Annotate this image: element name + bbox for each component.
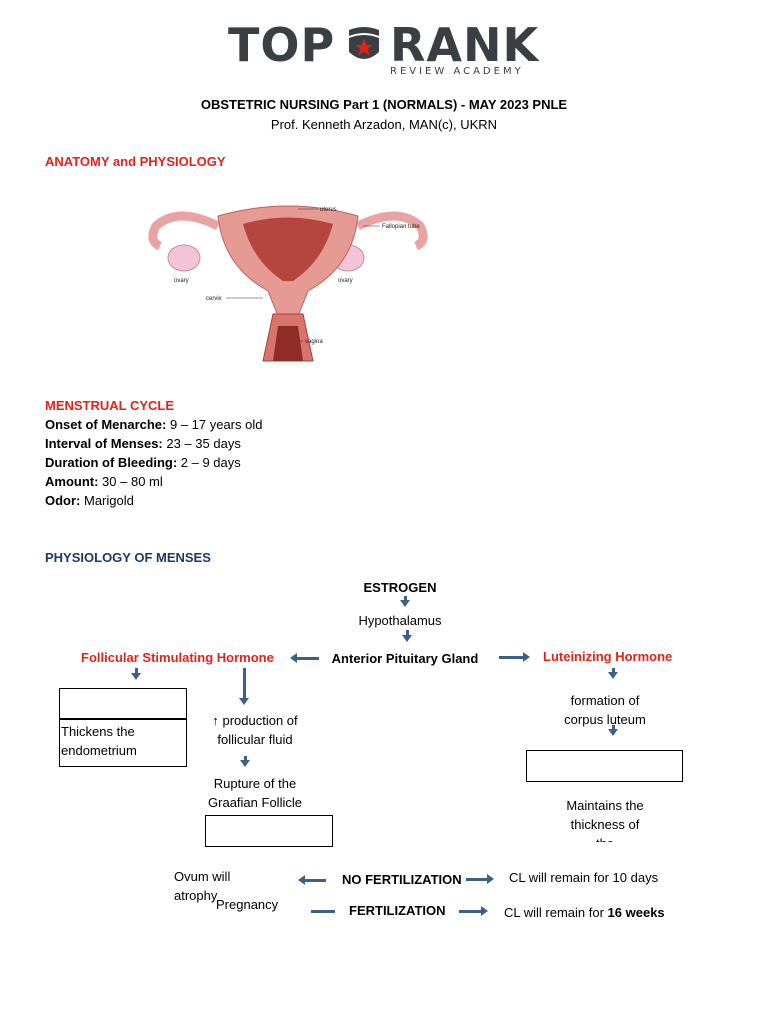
label-ovary-right: ovary	[338, 278, 353, 284]
arrow-left	[305, 879, 326, 882]
star-shield-icon	[349, 27, 379, 59]
rupture-text: Rupture of the Graafian Follicle	[208, 776, 302, 810]
menstrual-cycle-heading: MENSTRUAL CYCLE	[45, 398, 175, 413]
uterus-diagram: uterus Fallopian tube ovary ovary cervix…	[148, 205, 428, 362]
arrow-left	[297, 657, 319, 660]
arrow-left-tip	[298, 875, 305, 885]
document-author: Prof. Kenneth Arzadon, MAN(c), UKRN	[270, 117, 498, 132]
arrow-right-tip	[487, 874, 494, 884]
arrow-down-tip	[400, 600, 410, 607]
cl-10-days-text: CL will remain for 10 days	[509, 870, 659, 885]
arrow-down-tip	[240, 760, 250, 767]
label-uterus: uterus	[320, 207, 337, 213]
arrow-down	[404, 596, 407, 600]
arrow-down	[612, 725, 615, 729]
arrow-down-tip	[239, 698, 249, 705]
cl-16-weeks-text: CL will remain for 16 weeks	[504, 905, 665, 920]
arrow-down-tip	[402, 635, 412, 642]
thickens-box	[59, 719, 187, 767]
list-item: Duration of Bleeding: 2 – 9 days	[45, 455, 241, 470]
label-cervix: cervix	[206, 296, 222, 302]
arrow-down	[612, 668, 615, 672]
fertilization-label: FERTILIZATION	[349, 903, 446, 918]
fsh-label: Follicular Stimulating Hormone	[81, 650, 274, 665]
arrow-down-tip	[608, 672, 618, 679]
list-item: Interval of Menses: 23 – 35 days	[45, 436, 241, 451]
arrow-right-tip	[481, 906, 488, 916]
anatomy-heading: ANATOMY and PHYSIOLOGY	[45, 154, 226, 169]
physiology-heading: PHYSIOLOGY OF MENSES	[45, 550, 211, 565]
arrow-down-tip	[131, 673, 141, 680]
arrow-right	[466, 878, 487, 881]
thickens-text: Thickens the endometrium	[61, 724, 137, 758]
label-vagina: vagina	[305, 339, 323, 345]
blank-answer-box[interactable]	[205, 815, 333, 847]
arrow-right	[459, 910, 481, 913]
blank-answer-box[interactable]	[59, 688, 187, 719]
ovum-text: Ovum will atrophy	[174, 869, 231, 903]
arrow-down	[244, 756, 247, 760]
pregnancy-text: Pregnancy	[216, 897, 279, 912]
list-item: Onset of Menarche: 9 – 17 years old	[45, 417, 263, 432]
no-fertilization-label: NO FERTILIZATION	[342, 872, 462, 887]
estrogen-label: ESTROGEN	[363, 580, 437, 595]
lh-label: Luteinizing Hormone	[543, 649, 673, 664]
label-fallopian-tube: Fallopian tube	[382, 224, 420, 230]
connector-line	[311, 910, 335, 913]
anterior-pituitary-label: Anterior Pituitary Gland	[331, 651, 479, 666]
arrow-down	[243, 668, 246, 698]
arrow-down	[406, 630, 409, 635]
arrow-down	[135, 668, 138, 674]
hypothalamus-label: Hypothalamus	[358, 613, 442, 628]
document-title: OBSTETRIC NURSING Part 1 (NORMALS) - MAY…	[200, 97, 568, 112]
arrow-down-tip	[608, 729, 618, 736]
arrow-right	[499, 656, 523, 659]
label-ovary-left: ovary	[174, 278, 189, 284]
production-text: ↑ production of follicular fluid	[212, 713, 298, 747]
formation-text: formation of corpus luteum	[564, 693, 646, 727]
logo-text-top: TOP	[228, 18, 336, 72]
list-item: Odor: Marigold	[45, 493, 134, 508]
arrow-left-tip	[290, 653, 297, 663]
logo-subtitle: REVIEW ACADEMY	[390, 66, 524, 77]
blank-answer-box[interactable]	[526, 750, 683, 782]
maintains-text: Maintains the thickness of the	[566, 798, 644, 842]
arrow-right-tip	[523, 652, 530, 662]
logo-text-rank: RANK	[390, 18, 540, 72]
list-item: Amount: 30 – 80 ml	[45, 474, 163, 489]
